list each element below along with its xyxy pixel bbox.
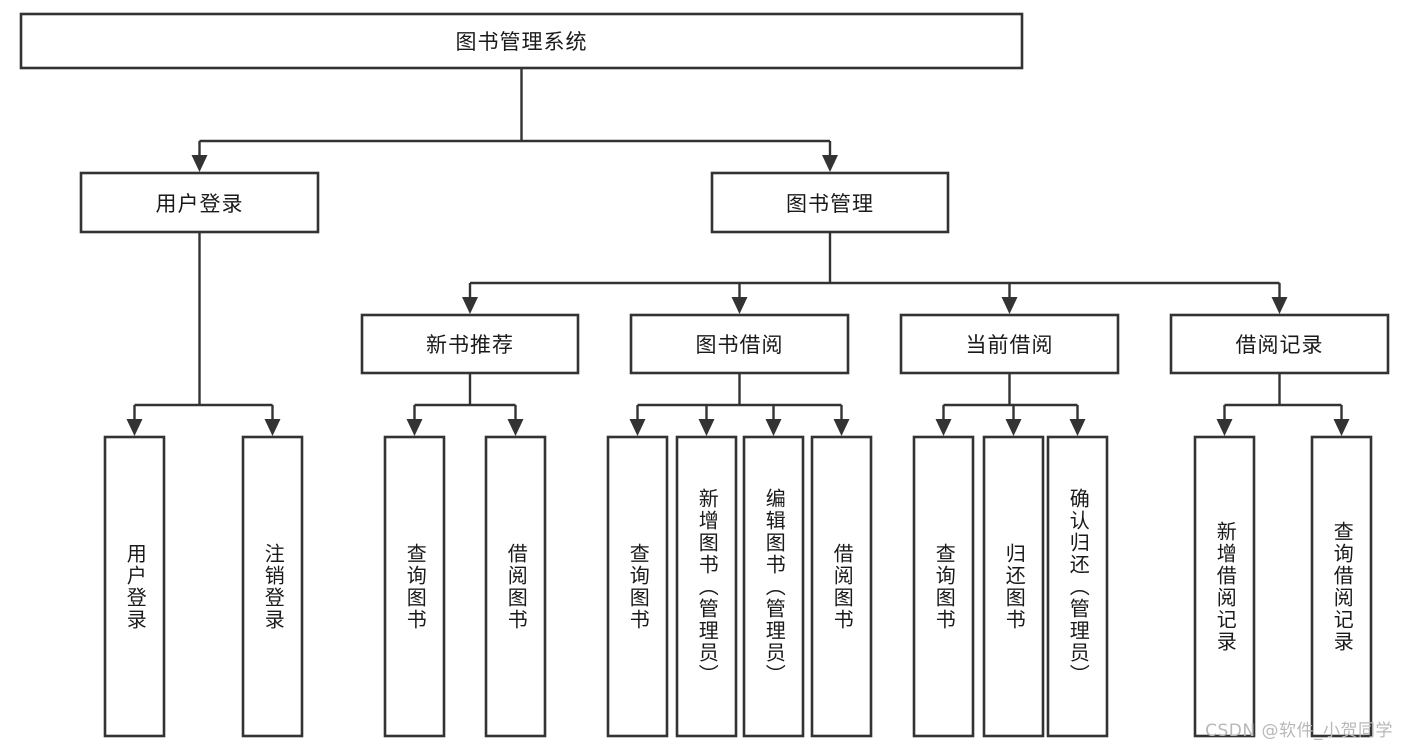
node-leaf-user-login[interactable] bbox=[103, 435, 166, 738]
arrow-head-icon bbox=[1005, 419, 1022, 436]
arrow-head-icon bbox=[822, 155, 838, 172]
arrow-head-icon bbox=[507, 419, 524, 436]
node-leaf-borrow-book[interactable] bbox=[810, 435, 873, 738]
arrow-head-icon bbox=[264, 419, 281, 436]
watermark-text: CSDN @软件_小贺同学 bbox=[1205, 721, 1393, 741]
arrow-head-icon bbox=[1216, 419, 1233, 436]
arrow-head-icon bbox=[698, 419, 715, 436]
node-new-book-rec[interactable] bbox=[360, 313, 580, 375]
boxes-layer bbox=[19, 12, 1390, 738]
arrow-head-icon bbox=[406, 419, 423, 436]
arrow-head-icon bbox=[191, 155, 208, 172]
node-borrow-record[interactable] bbox=[1169, 313, 1390, 375]
edges-layer bbox=[126, 68, 1350, 436]
arrow-head-icon bbox=[1001, 297, 1018, 314]
node-leaf-return-book[interactable] bbox=[982, 435, 1045, 738]
node-leaf-query-book-borrow[interactable] bbox=[606, 435, 669, 738]
node-leaf-add-record[interactable] bbox=[1193, 435, 1256, 738]
arrow-head-icon bbox=[126, 419, 143, 436]
node-leaf-user-logout[interactable] bbox=[241, 435, 304, 738]
node-leaf-borrow-book-rec[interactable] bbox=[484, 435, 547, 738]
arrow-head-icon bbox=[1069, 419, 1086, 436]
arrow-head-icon bbox=[1271, 297, 1288, 314]
arrow-head-icon bbox=[629, 419, 646, 436]
node-book-borrow[interactable] bbox=[629, 313, 850, 375]
node-leaf-query-record[interactable] bbox=[1310, 435, 1373, 738]
node-leaf-query-book-rec[interactable] bbox=[383, 435, 446, 738]
node-book-manage[interactable] bbox=[710, 171, 950, 234]
arrow-head-icon bbox=[833, 419, 850, 436]
arrow-head-icon bbox=[1333, 419, 1350, 436]
node-leaf-query-book-current[interactable] bbox=[912, 435, 975, 738]
arrow-head-icon bbox=[462, 297, 478, 314]
arrow-head-icon bbox=[765, 419, 782, 436]
node-current-borrow[interactable] bbox=[899, 313, 1120, 375]
node-leaf-confirm-return[interactable] bbox=[1046, 435, 1109, 738]
node-root-system[interactable] bbox=[19, 12, 1024, 70]
node-leaf-edit-book[interactable] bbox=[742, 435, 805, 738]
arrow-head-icon bbox=[731, 297, 748, 314]
arrow-head-icon bbox=[935, 419, 952, 436]
node-user-login[interactable] bbox=[79, 171, 320, 234]
node-leaf-add-book[interactable] bbox=[675, 435, 738, 738]
